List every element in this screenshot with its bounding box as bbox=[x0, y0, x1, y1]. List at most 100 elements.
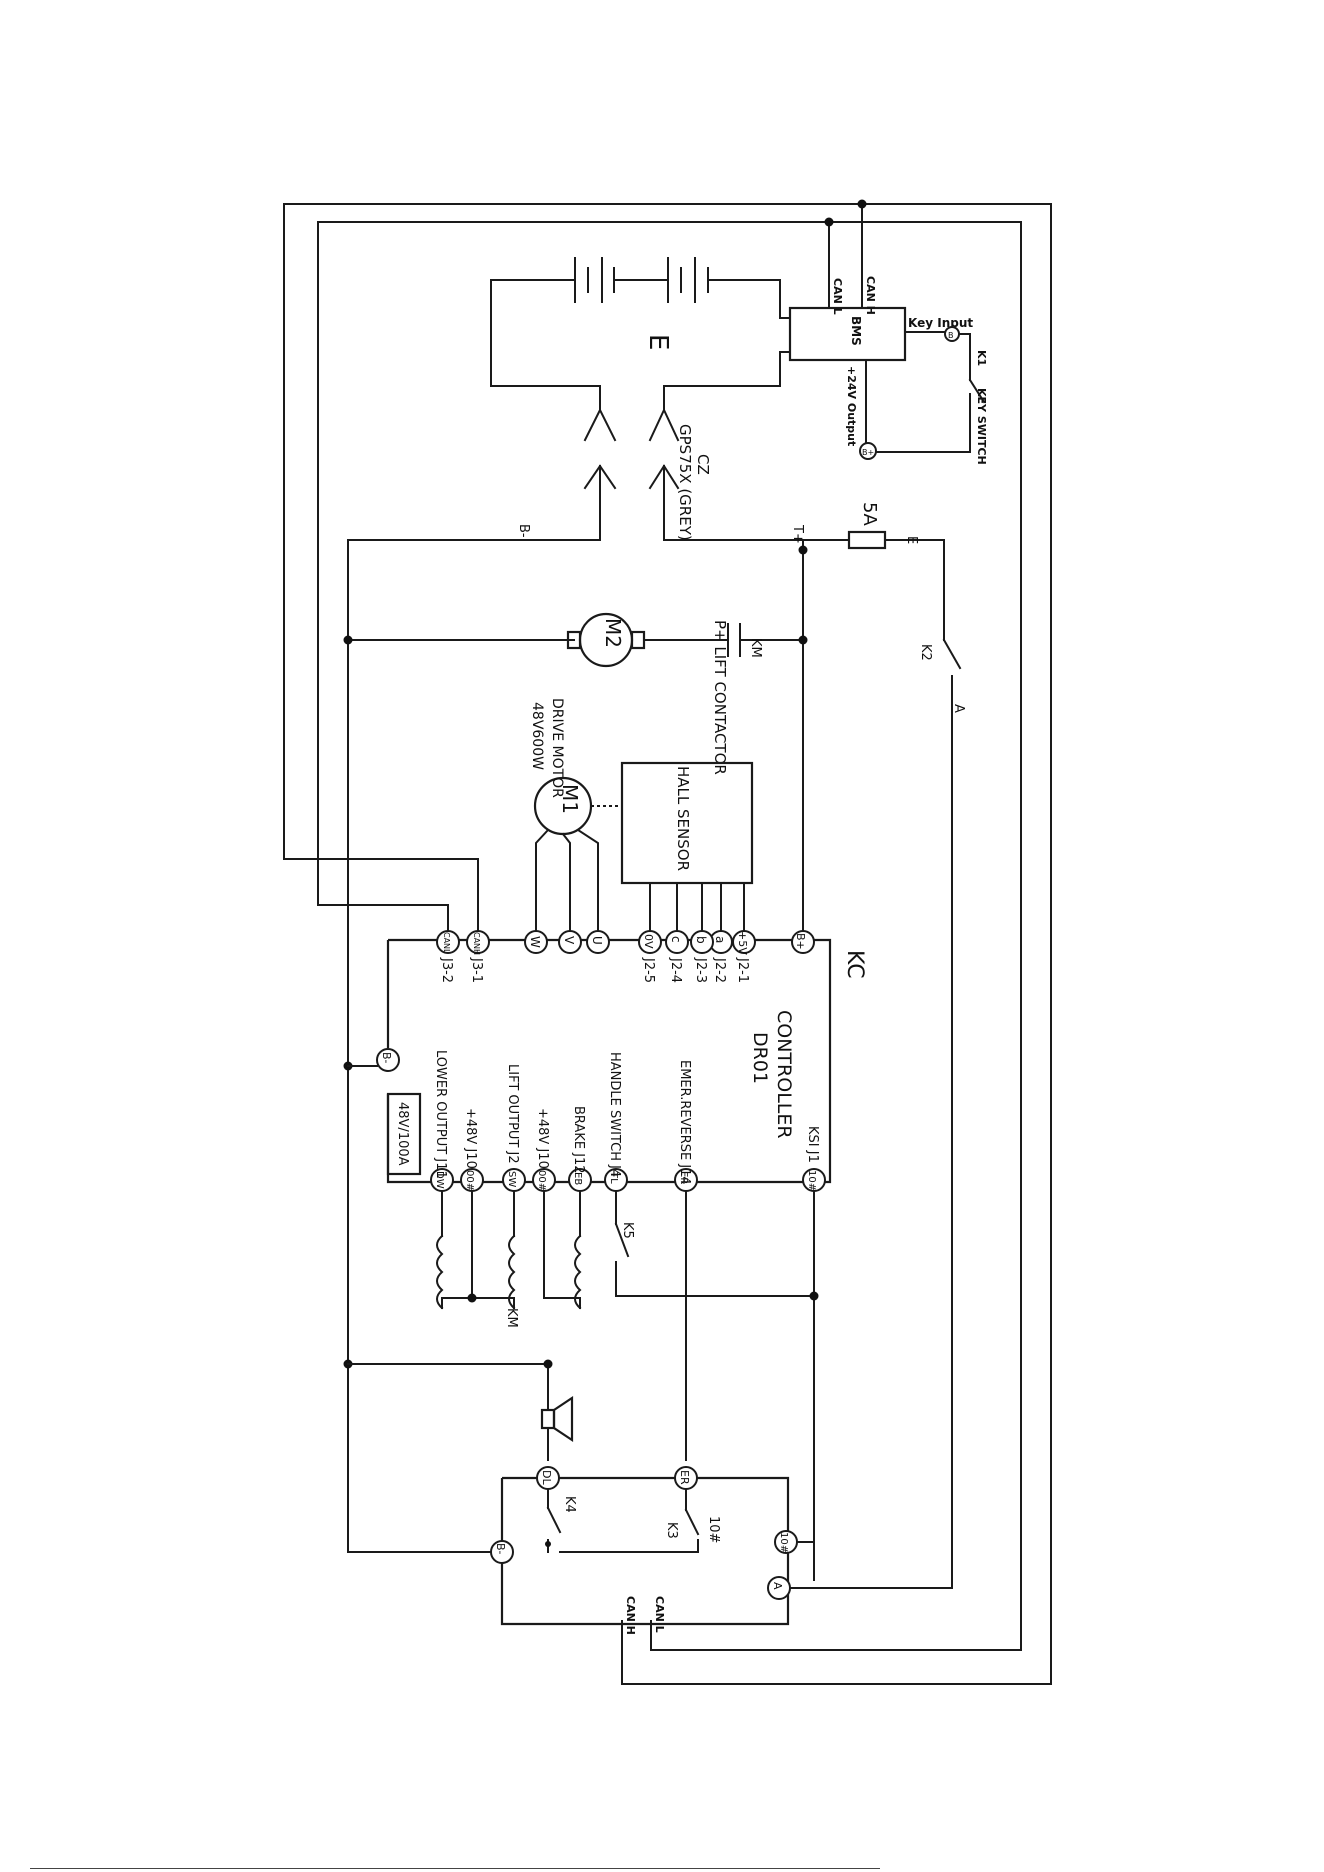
svg-text:00#: 00# bbox=[464, 1170, 475, 1191]
svg-text:EB: EB bbox=[572, 1172, 583, 1185]
terminal-48v-brake: 00# +48V J10 bbox=[532, 1108, 556, 1192]
svg-text:KSI J1: KSI J1 bbox=[805, 1126, 820, 1163]
terminal-canl: CANL J3-2 bbox=[436, 930, 460, 983]
k3-label: K3 bbox=[664, 1522, 679, 1539]
svg-text:V: V bbox=[562, 936, 576, 945]
bms-can-h-label: CAN H bbox=[864, 276, 877, 315]
k2-label: K2 bbox=[918, 644, 933, 661]
svg-text:J2-1: J2-1 bbox=[735, 957, 750, 983]
controller-model: DR01 bbox=[749, 1032, 771, 1084]
svg-text:CANH: CANH bbox=[472, 932, 481, 955]
terminal-tl: TL HANDLE SWITCH J4 bbox=[604, 1052, 628, 1192]
panel-can-h-label: CAN H bbox=[624, 1596, 637, 1635]
terminal-0v: 0V J2-5 bbox=[638, 930, 662, 983]
terminal-ksi-10: 10# KSI J1 bbox=[802, 1126, 826, 1192]
b-minus-node-label: B- bbox=[516, 524, 531, 538]
bms-can-l-label: CAN L bbox=[831, 278, 844, 315]
fuse-value: 5A bbox=[859, 502, 880, 526]
svg-text:BRAKE J12: BRAKE J12 bbox=[571, 1106, 586, 1174]
output-terminal-label: B+ bbox=[862, 448, 874, 457]
terminal-w: W bbox=[524, 930, 548, 954]
drive-motor: M1 DRIVE MOTOR 48V600W bbox=[529, 698, 599, 941]
lift-motor-circuit: M2 KM P+ LIFT CONTACTOR bbox=[347, 612, 804, 775]
controller-kc: KC CONTROLLER DR01 B+ +5V J2-1 a J2-2 b … bbox=[347, 930, 867, 1192]
svg-text:CANL: CANL bbox=[442, 932, 451, 954]
svg-text:LIFT OUTPUT J2: LIFT OUTPUT J2 bbox=[505, 1064, 520, 1164]
svg-text:LOWER OUTPUT J11: LOWER OUTPUT J11 bbox=[433, 1050, 448, 1179]
lift-contactor-label: P+ LIFT CONTACTOR bbox=[711, 620, 729, 775]
k1-label: K1 bbox=[975, 350, 988, 366]
svg-text:DW: DW bbox=[434, 1171, 445, 1189]
horn-icon bbox=[347, 1359, 574, 1461]
fuse-5a: 5A E bbox=[802, 502, 945, 641]
panel-10-label: 10# bbox=[706, 1516, 721, 1543]
k5-label: K5 bbox=[620, 1222, 635, 1239]
coil-km-label: KM bbox=[504, 1308, 519, 1328]
terminal-c: c J2-4 bbox=[665, 930, 689, 983]
bms-key-input-label: Key Input bbox=[908, 316, 973, 330]
terminal-b-plus: B+ bbox=[791, 930, 815, 954]
connector-type: GPS75X (GREY) bbox=[676, 424, 694, 541]
controller-code: KC bbox=[842, 950, 867, 979]
terminal-5v: +5V J2-1 bbox=[732, 930, 756, 983]
svg-text:+48V J10: +48V J10 bbox=[535, 1108, 550, 1169]
switch-k2: K2 A bbox=[789, 638, 966, 1589]
key-switch-label: KEY SWITCH bbox=[975, 388, 988, 465]
svg-text:48V/100A: 48V/100A bbox=[395, 1102, 410, 1166]
svg-text:10#: 10# bbox=[806, 1170, 817, 1191]
svg-text:c: c bbox=[669, 936, 683, 943]
lift-contactor-code: KM bbox=[748, 638, 763, 658]
terminal-v: V bbox=[558, 930, 582, 954]
key-input-terminal-label: B bbox=[948, 331, 954, 340]
terminal-eb: EB BRAKE J12 bbox=[568, 1106, 592, 1192]
terminal-panel-a bbox=[767, 1576, 791, 1600]
controller-fuse: 48V/100A bbox=[386, 1092, 422, 1176]
svg-text:B+: B+ bbox=[794, 933, 807, 950]
hall-sensor: HALL SENSOR bbox=[591, 761, 754, 941]
bms-24v-output-label: +24V Output bbox=[845, 366, 858, 446]
svg-text:J3-2: J3-2 bbox=[439, 957, 454, 983]
svg-text:B-: B- bbox=[380, 1052, 393, 1064]
hall-sensor-label: HALL SENSOR bbox=[674, 766, 692, 871]
svg-text:J2-4: J2-4 bbox=[668, 957, 683, 983]
battery-label: E bbox=[643, 334, 673, 350]
terminal-er: ER EMER.REVERSE J14 bbox=[674, 1060, 698, 1192]
lift-motor-label: M2 bbox=[601, 618, 625, 648]
svg-text:a: a bbox=[713, 936, 727, 943]
t-plus-node-label: T+ bbox=[790, 524, 805, 544]
svg-text:B-: B- bbox=[494, 1543, 507, 1555]
terminal-b-minus: B- bbox=[347, 1048, 400, 1072]
svg-text:J2-2: J2-2 bbox=[712, 957, 727, 983]
bms-module: BMS CAN L CAN H Key Input B +24V Output … bbox=[779, 276, 988, 465]
terminal-panel-b-minus bbox=[490, 1540, 514, 1564]
svg-text:ER: ER bbox=[678, 1470, 691, 1485]
panel-can-l-label: CAN L bbox=[653, 1596, 666, 1633]
svg-text:TL: TL bbox=[608, 1171, 619, 1184]
controller-title: CONTROLLER bbox=[773, 1010, 795, 1139]
svg-text:b: b bbox=[694, 936, 708, 944]
svg-text:A: A bbox=[771, 1582, 784, 1590]
svg-text:J2-3: J2-3 bbox=[693, 957, 708, 983]
svg-text:10#: 10# bbox=[778, 1532, 789, 1553]
svg-text:+5V: +5V bbox=[736, 931, 749, 955]
node-a-label: A bbox=[951, 704, 966, 713]
connector-name: CZ bbox=[694, 454, 712, 475]
drive-motor-title: DRIVE MOTOR bbox=[549, 698, 565, 798]
terminal-sw: SW LIFT OUTPUT J2 bbox=[502, 1064, 526, 1192]
bms-label: BMS bbox=[849, 316, 863, 346]
connector-cz: CZ GPS75X (GREY) bbox=[347, 407, 804, 541]
drive-motor-label: M1 bbox=[558, 784, 582, 814]
terminal-canh: CANH J3-1 bbox=[466, 930, 490, 983]
svg-text:DL: DL bbox=[540, 1470, 553, 1485]
terminal-48v-lift: 00# +48V J10 bbox=[460, 1108, 484, 1192]
svg-text:U: U bbox=[590, 936, 604, 945]
svg-text:HANDLE SWITCH J4: HANDLE SWITCH J4 bbox=[607, 1052, 622, 1177]
svg-text:W: W bbox=[528, 936, 542, 948]
svg-text:SW: SW bbox=[506, 1171, 517, 1187]
svg-text:00#: 00# bbox=[536, 1170, 547, 1191]
terminal-b: b J2-3 bbox=[690, 930, 714, 983]
node-e-label: E bbox=[904, 536, 919, 544]
can-bus-wiring bbox=[283, 199, 1052, 1685]
brake-and-lift-coils: KM bbox=[436, 1190, 582, 1328]
